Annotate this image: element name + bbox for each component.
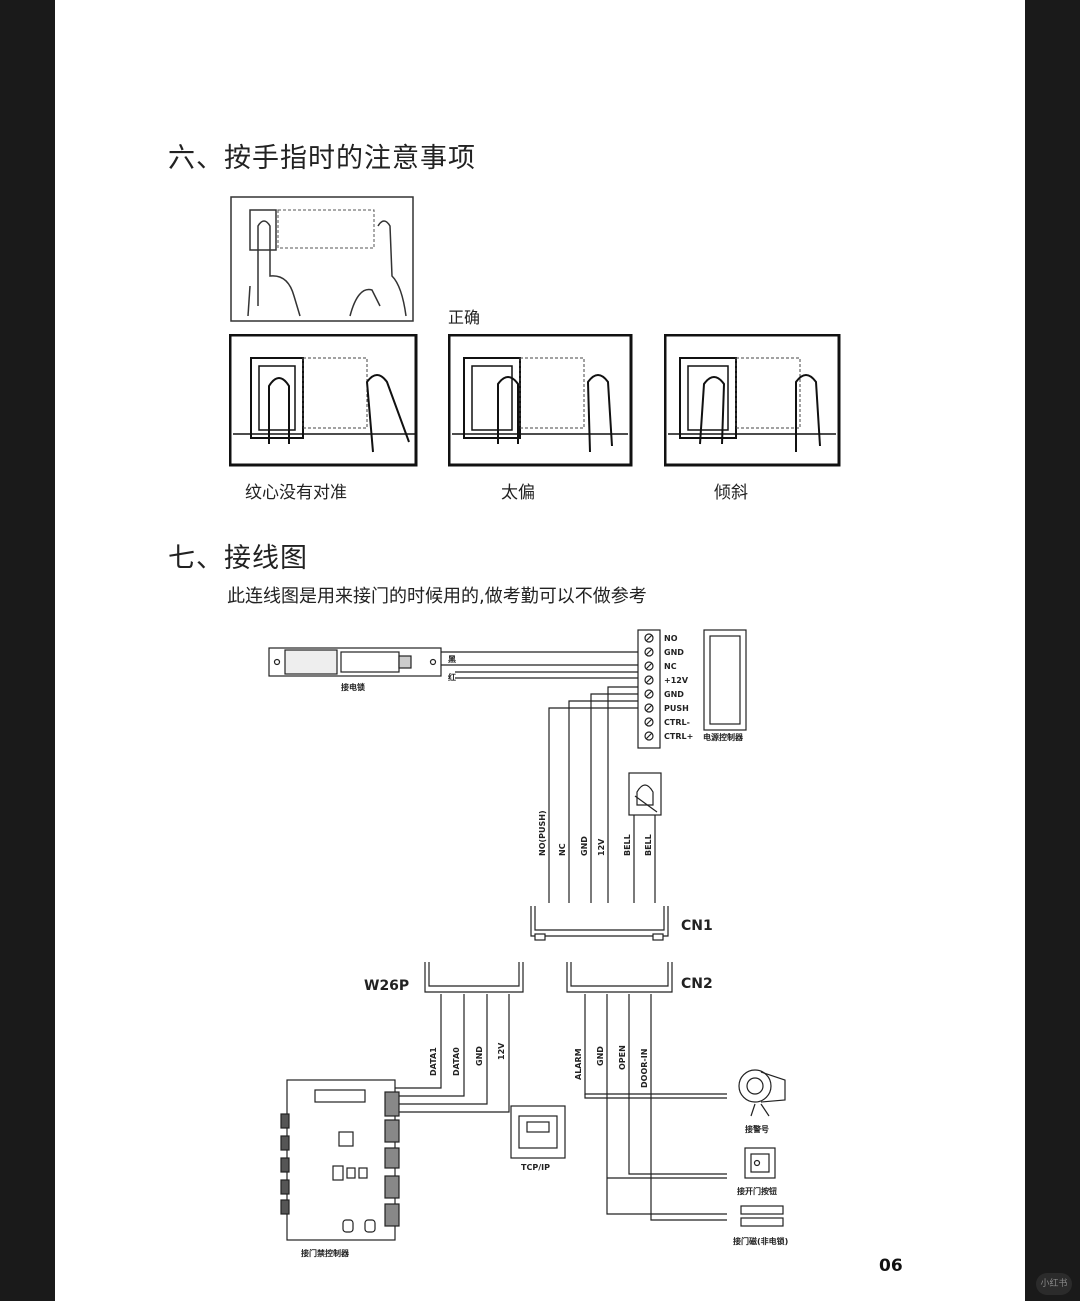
- lock-wire-red: 红: [448, 672, 456, 682]
- cn1-wire-bell-2: BELL: [644, 834, 653, 856]
- page-number: 06: [879, 1256, 903, 1276]
- watermark-badge: 小红书: [1036, 1273, 1072, 1295]
- power-controller-label: 电源控制器: [703, 732, 744, 742]
- lock-wire-black: 黑: [448, 654, 456, 664]
- terminal-12v: +12V: [664, 676, 689, 685]
- cn1-wire-bell-1: BELL: [623, 834, 632, 856]
- caption-off-center: 纹心没有对准: [245, 483, 347, 503]
- w26p-label: W26P: [364, 978, 409, 994]
- terminal-gnd-2: GND: [664, 690, 684, 699]
- cn2-wire-open: OPEN: [618, 1045, 627, 1070]
- terminal-push: PUSH: [664, 704, 689, 713]
- w26p-wire-12v: 12V: [497, 1042, 506, 1060]
- cn2-wire-door-in: DOOR-IN: [640, 1049, 649, 1088]
- terminal-no: NO: [664, 634, 678, 643]
- section7-title: 七、接线图: [168, 543, 308, 574]
- cn1-wire-12v: 12V: [597, 838, 606, 856]
- section6-title: 六、按手指时的注意事项: [168, 143, 476, 174]
- alarm-label: 接警号: [745, 1124, 769, 1134]
- caption-tilted: 倾斜: [714, 483, 748, 503]
- finger-tilted-illustration: [664, 334, 841, 467]
- terminal-gnd-1: GND: [664, 648, 684, 657]
- wiring-diagram: NO GND NC +12V GND PUSH CTRL- CTRL+ 接电锁 …: [268, 629, 788, 1258]
- lock-label: 接电锁: [341, 682, 365, 692]
- finger-too-offset-illustration: [448, 334, 633, 467]
- section7-intro: 此连线图是用来接门的时候用的,做考勤可以不做参考: [227, 586, 647, 607]
- terminal-nc: NC: [664, 662, 677, 671]
- w26p-wire-gnd: GND: [475, 1046, 484, 1066]
- cn2-wire-gnd: GND: [596, 1046, 605, 1066]
- manual-page: 六、按手指时的注意事项 正确 纹心没有对准: [55, 0, 1025, 1301]
- cn1-wire-no-push: NO(PUSH): [538, 810, 547, 856]
- cn1-wire-nc: NC: [558, 843, 567, 856]
- caption-offset: 太偏: [501, 483, 535, 503]
- terminal-ctrl-minus: CTRL-: [664, 718, 690, 727]
- exit-button-label: 接开门按钮: [737, 1186, 777, 1196]
- terminal-ctrl-plus: CTRL+: [664, 732, 693, 741]
- door-sensor-label: 接门磁(非电锁): [733, 1236, 788, 1246]
- cn2-label: CN2: [681, 976, 713, 992]
- w26p-wire-data0: DATA0: [452, 1047, 461, 1076]
- cn2-wire-alarm: ALARM: [574, 1048, 583, 1080]
- correct-label: 正确: [448, 308, 481, 327]
- access-controller-label: 接门禁控制器: [301, 1248, 350, 1258]
- finger-off-center-illustration: [229, 334, 418, 467]
- w26p-wire-data1: DATA1: [429, 1047, 438, 1076]
- cn1-label: CN1: [681, 918, 713, 934]
- tcpip-label: TCP/IP: [521, 1163, 550, 1172]
- cn1-wire-gnd: GND: [580, 836, 589, 856]
- correct-finger-illustration: [230, 196, 414, 322]
